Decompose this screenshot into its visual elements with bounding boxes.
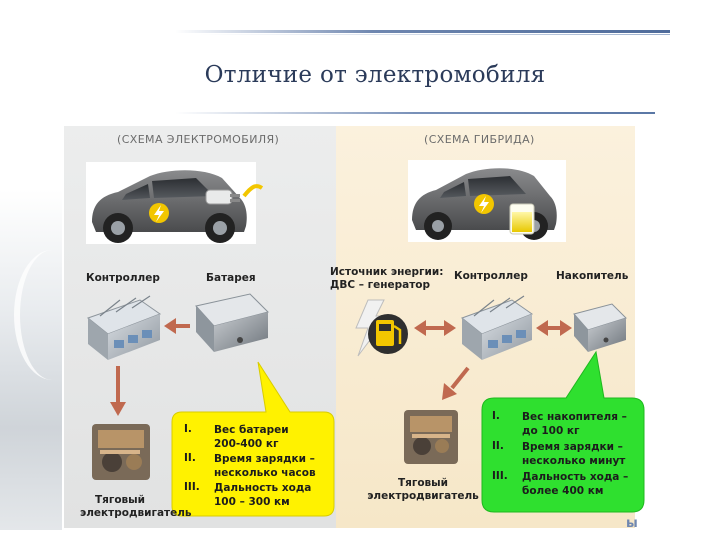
- ev-battery-label: Батарея: [206, 272, 256, 284]
- ev-motor-label: Тяговый электродвигатель: [80, 494, 192, 520]
- ev-controller-icon: [86, 295, 162, 360]
- ev-callout-item-2-line2: несколько часов: [214, 467, 316, 479]
- ev-callout-item-1-line1: Вес батареи: [214, 424, 289, 436]
- header-rule-top-thin: [200, 34, 670, 35]
- ev-motor-icon: [92, 424, 150, 480]
- ev-car-icon: [86, 162, 264, 244]
- ev-callout-item-3: Дальность хода 100 – 300 км: [214, 481, 311, 509]
- slide-title: Отличие от электромобиля: [204, 62, 546, 88]
- ev-schema-label: (СХЕМА ЭЛЕКТРОМОБИЛЯ): [117, 133, 280, 146]
- ev-callout-num-2: II.: [184, 452, 196, 464]
- hybrid-callout-shape: [481, 350, 645, 513]
- hybrid-callout-item-2-line2: несколько минут: [522, 455, 626, 467]
- flow-arrows: [110, 318, 572, 416]
- ev-motor-label-line1: Тяговый: [94, 494, 146, 506]
- hybrid-car-icon: [408, 160, 566, 242]
- ev-callout-item-1-line2: 200-400 кг: [214, 438, 279, 450]
- hybrid-controller-label: Контроллер: [454, 270, 528, 282]
- energy-source-label-line1: Источник энергии:: [330, 266, 444, 278]
- decorative-side-shape: [0, 190, 62, 530]
- ev-callout-num-3: III.: [184, 481, 200, 493]
- hybrid-callout-item-3-line2: более 400 км: [522, 485, 604, 497]
- hybrid-callout-item-3-line1: Дальность хода –: [522, 471, 629, 483]
- header-rule-top: [175, 30, 670, 33]
- ev-callout-item-1: Вес батареи 200-400 кг: [214, 423, 289, 451]
- arrow-controller-storage-head-r: [560, 320, 572, 336]
- ev-callout-item-3-line1: Дальность хода: [214, 482, 312, 494]
- hybrid-callout-item-1: Вес накопителя – до 100 кг: [522, 410, 627, 438]
- energy-source-label-line2: ДВС – генератор: [330, 279, 431, 291]
- ev-callout-num-1: I.: [184, 423, 192, 435]
- arrow-hybrid-controller-to-motor-head: [442, 383, 457, 400]
- hybrid-motor-icon: [404, 410, 458, 464]
- hybrid-callout-item-2: Время зарядки – несколько минут: [522, 440, 625, 468]
- hybrid-callout-num-3: III.: [492, 470, 508, 482]
- decorative-curve: [14, 250, 90, 380]
- hybrid-callout-num-2: II.: [492, 440, 504, 452]
- hybrid-callout-num-1: I.: [492, 410, 500, 422]
- ev-controller-label: Контроллер: [86, 272, 160, 284]
- arrow-controller-to-motor-head: [110, 402, 126, 416]
- hybrid-callout-item-3: Дальность хода – более 400 км: [522, 470, 628, 498]
- hybrid-motor-label-line1: Тяговый: [397, 477, 449, 489]
- ev-callout-shape: [171, 361, 335, 517]
- hybrid-storage-icon: [573, 303, 627, 352]
- header-rule-bottom: [175, 112, 655, 114]
- hybrid-callout-item-1-line1: Вес накопителя –: [522, 411, 627, 423]
- arrow-source-controller-head-l: [414, 320, 426, 336]
- arrow-source-controller-head-r: [444, 320, 456, 336]
- slide-logo-fragment: ы: [626, 516, 638, 531]
- hybrid-motor-label: Тяговый электродвигатель: [366, 477, 480, 503]
- hybrid-callout-item-1-line2: до 100 кг: [522, 425, 580, 437]
- ev-motor-label-line2: электродвигатель: [80, 507, 192, 519]
- hybrid-controller-icon: [460, 295, 534, 360]
- energy-source-label: Источник энергии: ДВС – генератор: [330, 266, 443, 292]
- hybrid-callout-item-2-line1: Время зарядки –: [522, 441, 623, 453]
- arrow-battery-to-controller-head: [164, 318, 176, 334]
- energy-source-icon: [355, 299, 408, 357]
- ev-callout-item-2-line1: Время зарядки –: [214, 453, 315, 465]
- ev-callout-item-3-line2: 100 – 300 км: [214, 496, 290, 508]
- hybrid-schema-label: (СХЕМА ГИБРИДА): [424, 133, 535, 146]
- arrow-hybrid-controller-to-motor: [450, 366, 470, 390]
- arrow-controller-storage-head-l: [536, 320, 548, 336]
- hybrid-motor-label-line2: электродвигатель: [367, 490, 479, 502]
- ev-battery-icon: [195, 293, 269, 352]
- ev-callout-item-2: Время зарядки – несколько часов: [214, 452, 316, 480]
- hybrid-storage-label: Накопитель: [556, 270, 629, 282]
